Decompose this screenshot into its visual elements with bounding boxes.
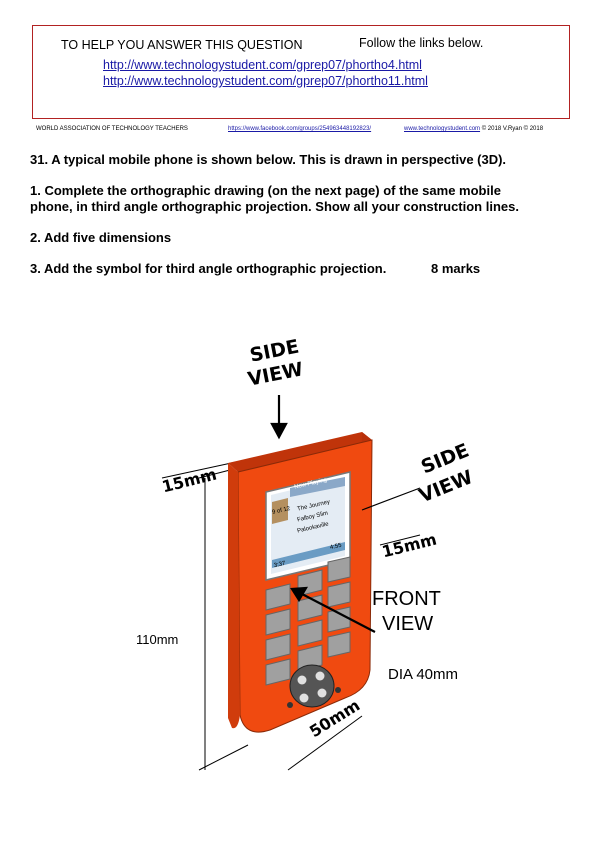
phone-screen — [265, 471, 351, 581]
footer-copyright: © 2018 V.Ryan © 2018 — [481, 126, 544, 132]
question-title: 31. A typical mobile phone is shown belo… — [30, 152, 507, 167]
front-view-arrow-head — [290, 586, 309, 603]
footer-site-link[interactable]: www.technologystudent.com — [404, 126, 481, 132]
nav-wheel — [287, 664, 341, 708]
footer-facebook-link[interactable]: https://www.facebook.com/groups/25496344… — [228, 126, 372, 132]
dim-height-label: 110mm — [136, 632, 179, 647]
front-view-arrow-line — [301, 593, 376, 633]
width-dimension-line — [287, 715, 363, 771]
help-title: TO HELP YOU ANSWER THIS QUESTION — [61, 38, 303, 52]
dia-label: DIA 40mm — [388, 666, 459, 683]
footer-site: www.technologystudent.com © 2018 V.Ryan … — [404, 126, 543, 132]
question-part1-line1: 1. Complete the orthographic drawing (on… — [30, 183, 501, 198]
help-box: TO HELP YOU ANSWER THIS QUESTION Follow … — [32, 25, 570, 119]
help-link-2[interactable]: http://www.technologystudent.com/gprep07… — [103, 74, 428, 88]
front-view-label-line2: VIEW — [382, 613, 434, 635]
help-link-1[interactable]: http://www.technologystudent.com/gprep07… — [103, 58, 422, 72]
help-follow-text: Follow the links below. — [359, 36, 484, 50]
question-part2: 2. Add five dimensions — [30, 230, 172, 245]
side-view-arrow-head — [270, 422, 288, 440]
top-dimension-line — [161, 461, 237, 479]
keypad — [265, 556, 351, 686]
footer-org: WORLD ASSOCIATION OF TECHNOLOGY TEACHERS — [36, 126, 188, 132]
front-view-label-line1: FRONT — [372, 588, 441, 610]
question-part1-line2: phone, in third angle orthographic proje… — [30, 199, 519, 214]
question-part3: 3. Add the symbol for third angle orthog… — [30, 261, 387, 276]
height-extension-top — [198, 469, 231, 479]
question-marks: 8 marks — [431, 261, 481, 276]
